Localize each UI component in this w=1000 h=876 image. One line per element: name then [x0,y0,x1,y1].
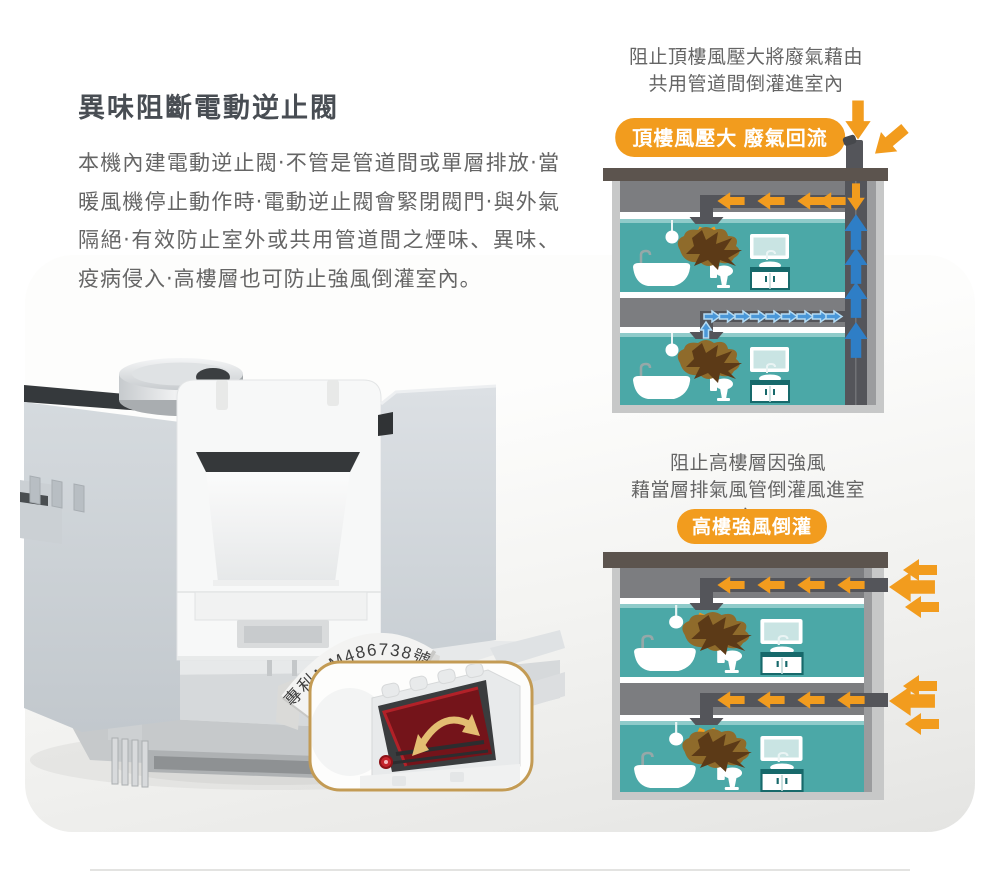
top-diagram-badge: 頂樓風壓大 廢氣回流 [615,118,845,157]
outer-wall [864,568,872,792]
wind-down-arrow-icon [845,100,871,140]
building-interior [620,181,876,405]
bottom-diagram-badge: 高樓強風倒灌 [676,509,828,544]
building-interior [620,568,872,792]
product-render: 專利：M486738號 [20,358,565,792]
bottom-building-diagram [603,552,939,800]
top-building-diagram [603,100,914,413]
hinge-pin [379,755,393,769]
section-divider [90,869,910,871]
check-valve-flap [381,686,492,767]
roof [603,552,888,568]
air-outlet [196,452,360,586]
lower-floor-duct [689,693,888,725]
right-housing [378,384,497,656]
body-paragraph: 本機內建電動逆止閥‧不管是管道間或單層排放‧當暖風機停止動作時‧電動逆止閥會緊閉… [78,152,560,291]
page-title: 異味阻斷電動逆止閥 [78,93,339,124]
valve-detail-callout [308,660,534,792]
front-panel [176,379,382,676]
upper-floor-duct [689,578,888,610]
swing-arrow-icon [412,714,480,756]
roof [603,168,888,181]
outer-wall [867,181,876,405]
lower-drawer [194,591,368,621]
top-diagram-caption: 阻止頂樓風壓大將廢氣藉由 共用管道間倒灌進室內 [628,47,864,95]
wind-diagonal-arrow-icon [866,118,914,164]
outside-wind-arrows [889,559,939,735]
